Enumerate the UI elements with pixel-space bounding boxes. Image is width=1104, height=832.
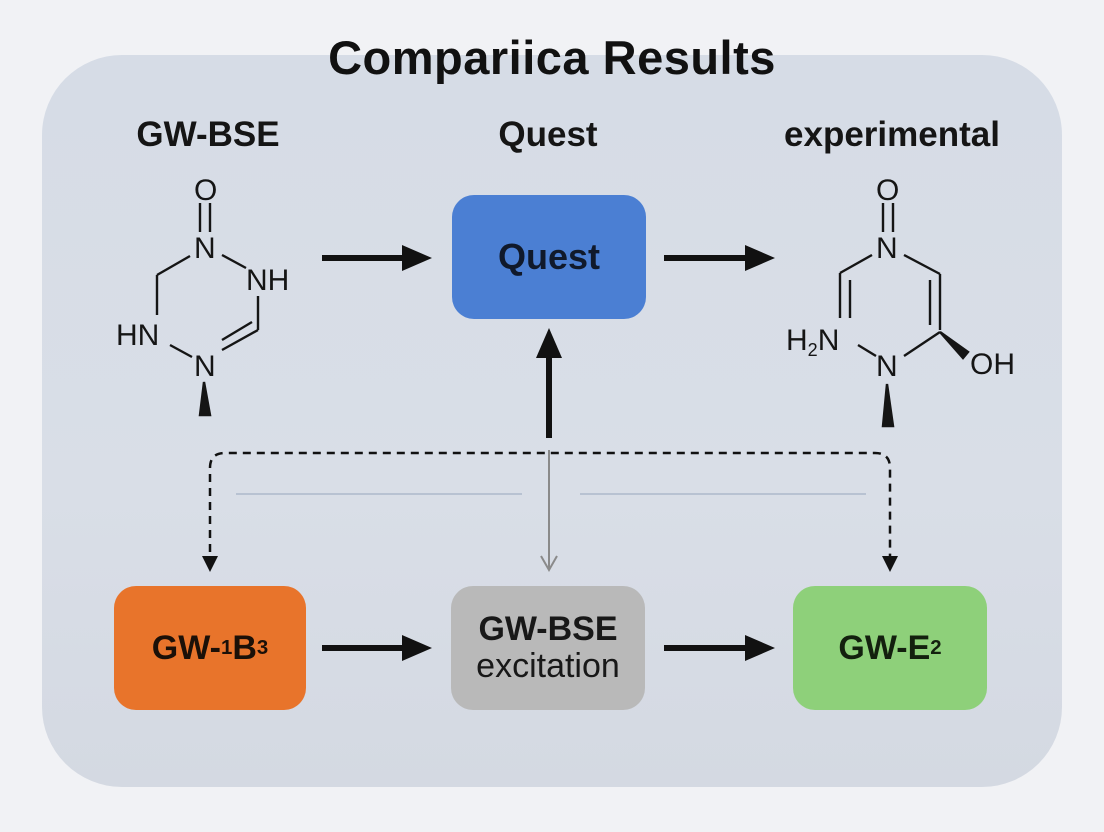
excitation-line1: GW-BSE	[478, 610, 618, 649]
mol-left-hn: HN	[116, 319, 159, 352]
mol-right-o: O	[876, 174, 899, 207]
arrow-quest-to-experimental	[664, 245, 775, 271]
mol-left-o: O	[194, 174, 217, 207]
gw-b3-main: GW-	[151, 628, 221, 667]
arrow-left-to-mid	[322, 635, 432, 661]
quest-box: Quest	[452, 195, 646, 319]
gw-b3-b: B	[232, 628, 257, 667]
label-experimental: experimental	[784, 115, 1000, 154]
arrow-down-to-excitation	[540, 450, 558, 573]
mol-right-n-bottom: N	[876, 350, 898, 383]
mol-left-n-top: N	[194, 232, 216, 265]
gw-bse-excitation-box: GW-BSE excitation	[451, 586, 645, 710]
mol-left-nh: NH	[246, 264, 289, 297]
label-gw-bse: GW-BSE	[136, 115, 280, 154]
gw-e2-main: GW-E	[838, 628, 931, 667]
arrow-up-to-quest	[536, 328, 562, 438]
mol-right-n-top: N	[876, 232, 898, 265]
gw-b3-sub: 3	[256, 636, 269, 659]
mol-right-h2n: H2N	[786, 324, 839, 360]
arrow-mid-to-right	[664, 635, 775, 661]
dashed-arrowhead-left	[202, 556, 218, 572]
label-quest: Quest	[498, 115, 598, 154]
diagram-title: Compariica Results	[328, 31, 776, 84]
arrow-gw-bse-to-quest	[322, 245, 432, 271]
molecule-right	[838, 203, 970, 428]
gw-e2-sup: 2	[930, 636, 942, 659]
dashed-connector	[208, 451, 892, 566]
mol-right-oh: OH	[970, 348, 1015, 381]
mol-left-n-bottom: N	[194, 350, 216, 383]
excitation-line2: excitation	[476, 647, 620, 685]
dashed-arrowhead-right	[882, 556, 898, 572]
molecule-left	[155, 203, 260, 417]
gw-b3-sup: 1	[220, 636, 233, 659]
